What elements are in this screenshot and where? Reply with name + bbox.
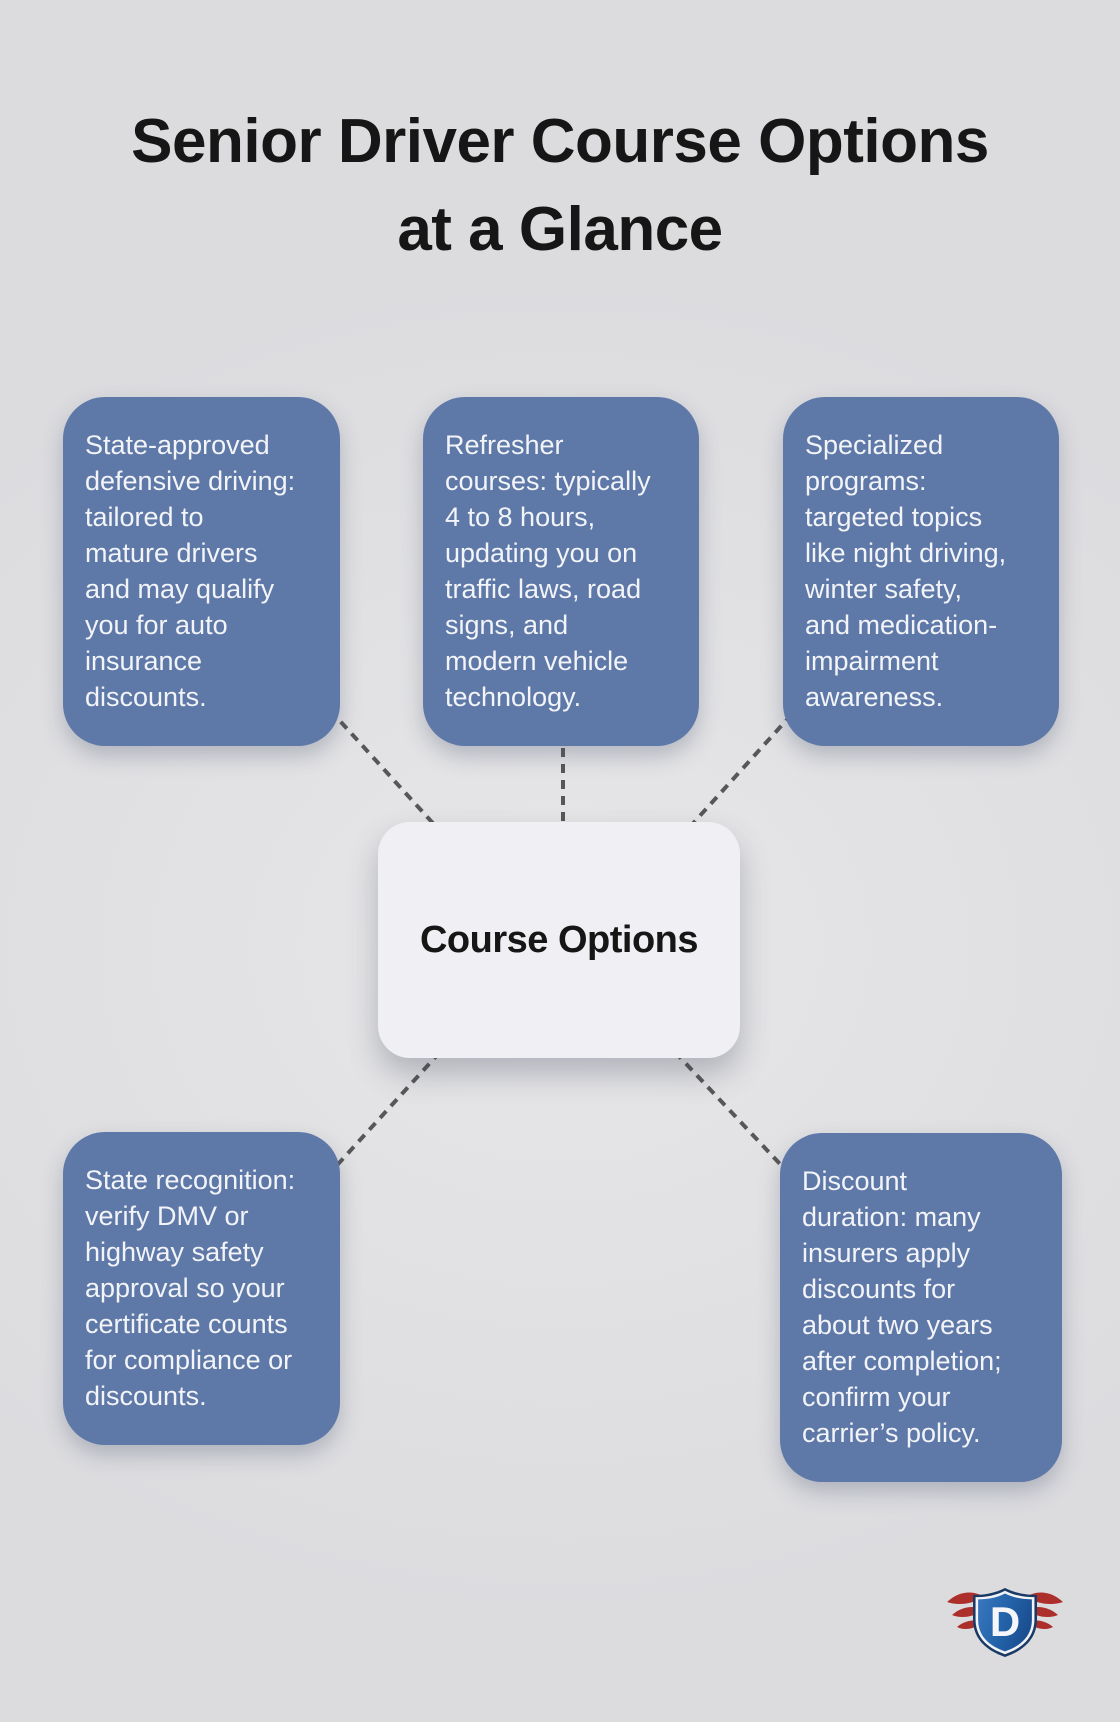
node-refresher-courses: Refresher courses: typically 4 to 8 hour… [423, 397, 699, 746]
node-state-recognition: State recognition: verify DMV or highway… [63, 1132, 340, 1445]
node-state-approved-defensive-driving: State-approved defensive driving: tailor… [63, 397, 340, 746]
node-text: Discount duration: many insurers apply d… [802, 1166, 1002, 1448]
logo-letter: D [990, 1598, 1020, 1645]
node-text: Refresher courses: typically 4 to 8 hour… [445, 430, 651, 712]
brand-logo-shield-icon: D [947, 1588, 1063, 1657]
center-node-label: Course Options [419, 918, 699, 961]
node-discount-duration: Discount duration: many insurers apply d… [780, 1133, 1062, 1482]
page-title: Senior Driver Course Options at a Glance [131, 107, 989, 264]
node-text: State-approved defensive driving: tailor… [85, 430, 296, 712]
connector-top-right [676, 712, 794, 842]
node-specialized-programs: Specialized programs: targeted topics li… [783, 397, 1059, 746]
node-text: Specialized programs: targeted topics li… [805, 430, 1007, 712]
connector-bottom-right [673, 1050, 797, 1182]
center-node-course-options: Course Options [378, 822, 740, 1058]
node-text: State recognition: verify DMV or highway… [85, 1165, 296, 1411]
connector-top-left [328, 708, 452, 844]
connector-bottom-left [328, 1050, 442, 1175]
logo-shield-icon: D [973, 1588, 1037, 1657]
